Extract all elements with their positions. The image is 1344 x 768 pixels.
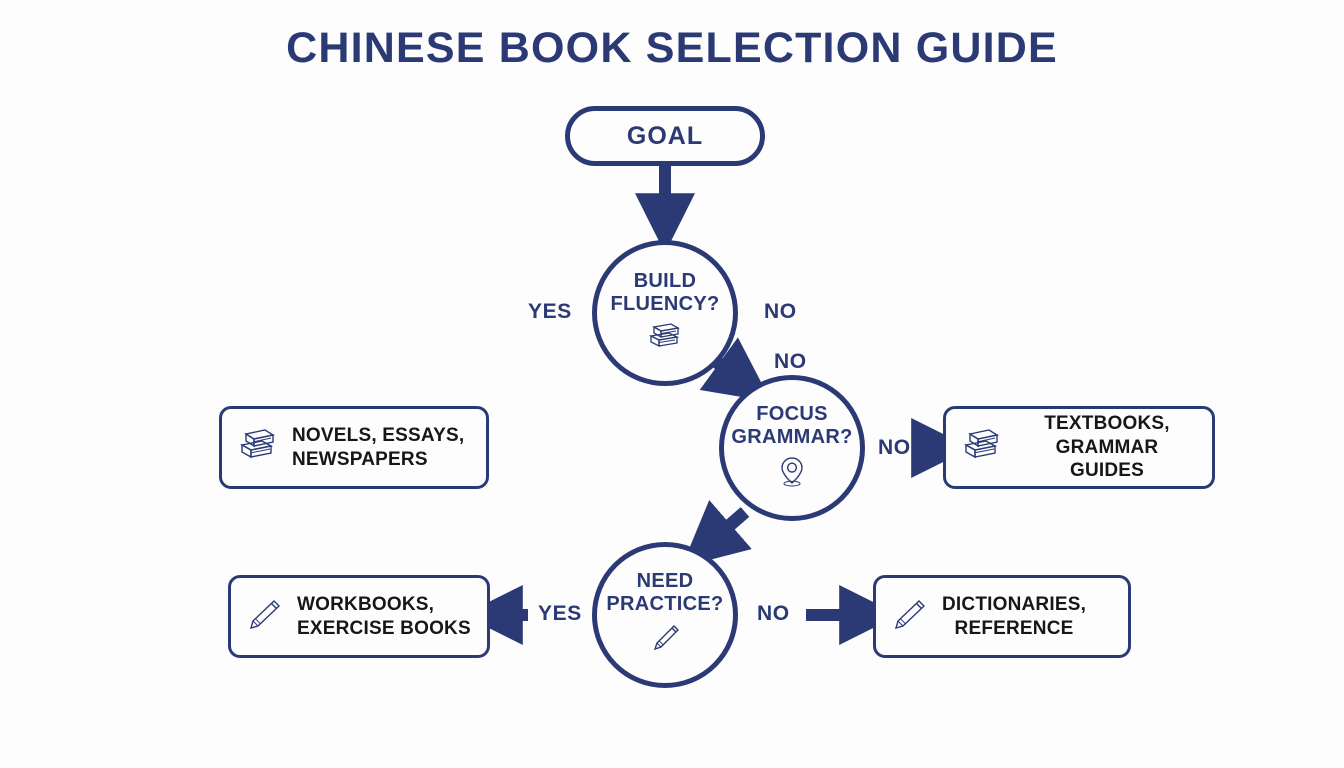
books-stack-icon [960, 427, 1004, 468]
pencil-icon [245, 595, 285, 638]
result-box-workbooks[interactable]: WORKBOOKS, EXERCISE BOOKS [228, 575, 490, 658]
edge-label-practice-no: NO [757, 602, 790, 625]
node-need-practice[interactable]: NEED PRACTICE? [592, 542, 738, 688]
page-title: Chinese Book Selection Guide [286, 24, 1058, 72]
location-pin-icon [776, 454, 808, 493]
result-box-dictionaries-label: DICTIONARIES, REFERENCE [942, 593, 1087, 639]
result-box-workbooks-label: WORKBOOKS, EXERCISE BOOKS [297, 593, 471, 639]
node-focus-grammar[interactable]: FOCUS GRAMMAR? [719, 375, 865, 521]
node-build-fluency[interactable]: BUILD FLUENCY? [592, 240, 738, 386]
edge-label-fluency-no: NO [764, 300, 797, 323]
edge-label-fluency-no-down: NO [774, 350, 807, 373]
books-stack-icon [236, 427, 280, 468]
edge-label-practice-yes: YES [538, 602, 582, 625]
node-goal-label: GOAL [626, 122, 704, 150]
result-box-novels[interactable]: NOVELS, ESSAYS, NEWSPAPERS [219, 406, 489, 489]
pencil-icon [648, 621, 682, 660]
pencil-icon [890, 595, 930, 638]
result-box-dictionaries[interactable]: DICTIONARIES, REFERENCE [873, 575, 1131, 658]
result-box-novels-label: NOVELS, ESSAYS, NEWSPAPERS [292, 424, 465, 470]
node-focus-grammar-label: FOCUS GRAMMAR? [731, 403, 853, 448]
books-stack-icon [645, 321, 685, 356]
node-goal[interactable]: GOAL [565, 106, 765, 166]
node-need-practice-label: NEED PRACTICE? [606, 570, 724, 615]
result-box-textbooks-label: TEXTBOOKS, GRAMMAR GUIDES [1044, 412, 1170, 482]
edge-label-grammar-no: NO [878, 436, 911, 459]
edge-label-fluency-yes: YES [528, 300, 572, 323]
node-build-fluency-label: BUILD FLUENCY? [610, 270, 720, 315]
edge-focus-grammar-to-need-practice [681, 500, 752, 568]
result-box-textbooks[interactable]: TEXTBOOKS, GRAMMAR GUIDES [943, 406, 1215, 489]
